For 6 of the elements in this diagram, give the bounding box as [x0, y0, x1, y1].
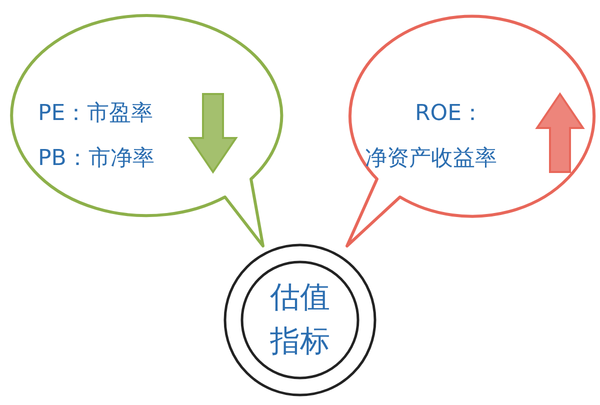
label-text: PE：市盈率 [38, 100, 154, 128]
label-text: PB：市净率 [38, 145, 154, 173]
double-circle [223, 242, 377, 398]
label-text: 估值指标 [269, 279, 331, 361]
label-text: ROE： [415, 100, 484, 128]
label-text: 净资产收益率 [365, 145, 497, 173]
